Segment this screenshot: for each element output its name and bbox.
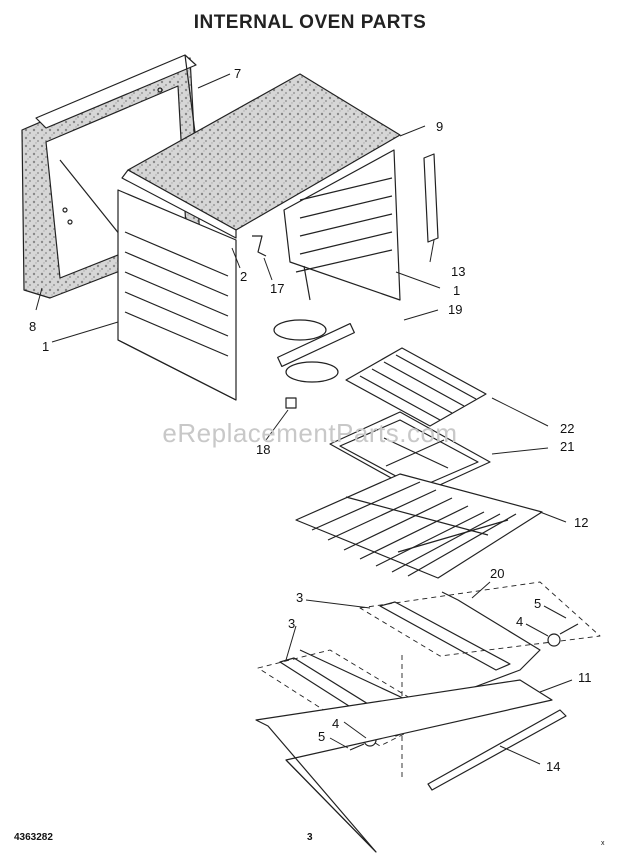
callout-4-upper: 4 <box>516 614 523 629</box>
corner-mark: x <box>601 840 605 847</box>
rear-panel-part-7 <box>35 54 197 141</box>
screw-part-5-lower <box>349 743 365 751</box>
callout-5-upper: 5 <box>534 596 541 611</box>
callout-labels: 7 9 8 1 2 17 1 13 19 18 22 21 12 20 3 5 … <box>29 66 592 774</box>
top-insulation-part-9 <box>121 73 401 239</box>
callout-1-right: 1 <box>453 283 460 298</box>
callout-1-left: 1 <box>42 339 49 354</box>
trim-strip-part-14 <box>427 709 567 791</box>
screw-part-5-upper <box>559 623 579 635</box>
callout-2: 2 <box>240 269 247 284</box>
callout-13: 13 <box>451 264 465 279</box>
callout-20: 20 <box>490 566 504 581</box>
broil-element-part-19 <box>273 265 355 383</box>
callout-8: 8 <box>29 319 36 334</box>
oven-cavity-right-side <box>283 149 401 301</box>
callout-3-lower: 3 <box>288 616 295 631</box>
callout-18: 18 <box>256 442 270 457</box>
page-title: INTERNAL OVEN PARTS <box>193 12 427 33</box>
watermark: eReplacementParts.com <box>162 418 458 448</box>
callout-9: 9 <box>436 119 443 134</box>
callout-17: 17 <box>270 281 284 296</box>
page-number: 3 <box>307 832 313 843</box>
side-bracket-part-13 <box>423 153 439 243</box>
oven-rack-part-12 <box>295 473 543 579</box>
element-bracket-part-3-upper <box>379 601 511 671</box>
callout-7: 7 <box>234 66 241 81</box>
clip-part-17 <box>252 235 267 257</box>
callout-21: 21 <box>560 439 574 454</box>
callout-4-lower: 4 <box>332 716 339 731</box>
callout-12: 12 <box>574 515 588 530</box>
oven-bottom-part-11 <box>255 679 553 853</box>
callout-22: 22 <box>560 421 574 436</box>
terminal-block-part-18 <box>285 397 297 409</box>
callout-11: 11 <box>578 670 592 685</box>
callout-19: 19 <box>448 302 462 317</box>
bushing-part-4-upper <box>547 633 561 647</box>
document-number: 4363282 <box>14 832 53 843</box>
broiler-pan-grid-part-22 <box>345 347 487 427</box>
callout-14: 14 <box>546 759 560 774</box>
broiler-pan-part-21 <box>329 411 491 495</box>
leader-lines <box>35 73 573 765</box>
callout-5-lower: 5 <box>318 729 325 744</box>
oven-cavity-left-side <box>117 189 237 401</box>
callout-3-upper: 3 <box>296 590 303 605</box>
